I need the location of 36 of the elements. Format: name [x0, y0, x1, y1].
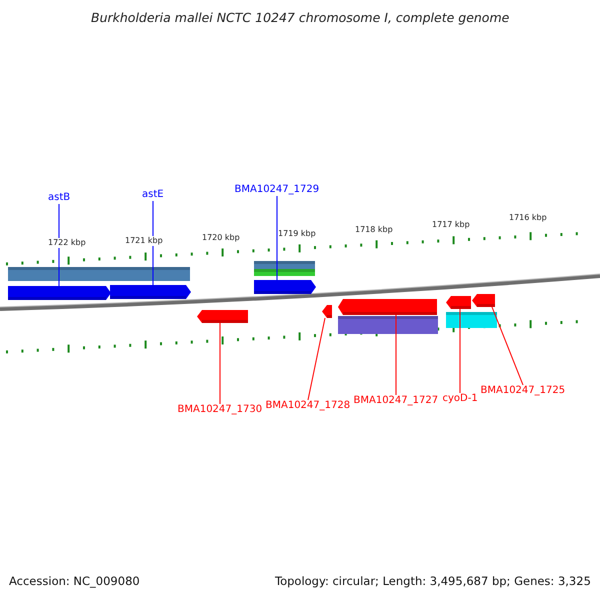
scale-label: 1718 kbp	[355, 225, 393, 235]
gene-feature	[472, 294, 495, 307]
gene-feature	[338, 299, 437, 315]
leader-line	[276, 196, 278, 280]
title: Burkholderia mallei NCTC 10247 chromosome I, complete genome	[91, 10, 510, 26]
gene-label: cyoD-1	[442, 393, 478, 405]
gene-feature	[197, 310, 248, 323]
scale-label: 1722 kbp	[48, 238, 86, 248]
scale-label: 1721 kbp	[125, 236, 163, 246]
gene-feature	[446, 296, 471, 309]
scale-label: 1720 kbp	[202, 233, 240, 243]
feature-bar	[254, 261, 315, 269]
leader-line	[58, 204, 60, 286]
gene-feature	[322, 305, 332, 318]
footer-text: Topology: circular; Length: 3,495,687 bp; Genes: 3,325	[275, 574, 591, 588]
feature-bar	[338, 316, 438, 334]
scale-label: 1716 kbp	[509, 213, 547, 223]
gene-label: astB	[48, 192, 70, 204]
leader-line	[492, 306, 524, 386]
gene-label: BMA10247_1729	[234, 184, 320, 196]
gene-label: astE	[142, 189, 164, 201]
gene-label: BMA10247_1730	[178, 404, 262, 416]
feature-bar	[8, 267, 190, 281]
footer-text: Accession: NC_009080	[9, 574, 140, 588]
feature-bar	[446, 312, 497, 328]
gene-label: BMA10247_1728	[266, 400, 350, 412]
scale-label: 1717 kbp	[432, 220, 470, 230]
gene-feature	[254, 280, 316, 294]
leader-line	[152, 200, 154, 286]
gene-feature	[110, 285, 191, 299]
scale-label: 1719 kbp	[278, 229, 316, 239]
gene-label: BMA10247_1727	[354, 395, 438, 407]
gene-feature	[8, 286, 111, 300]
leader-line	[308, 318, 326, 400]
feature-bar	[254, 269, 315, 276]
gene-label: BMA10247_1725	[480, 385, 566, 397]
